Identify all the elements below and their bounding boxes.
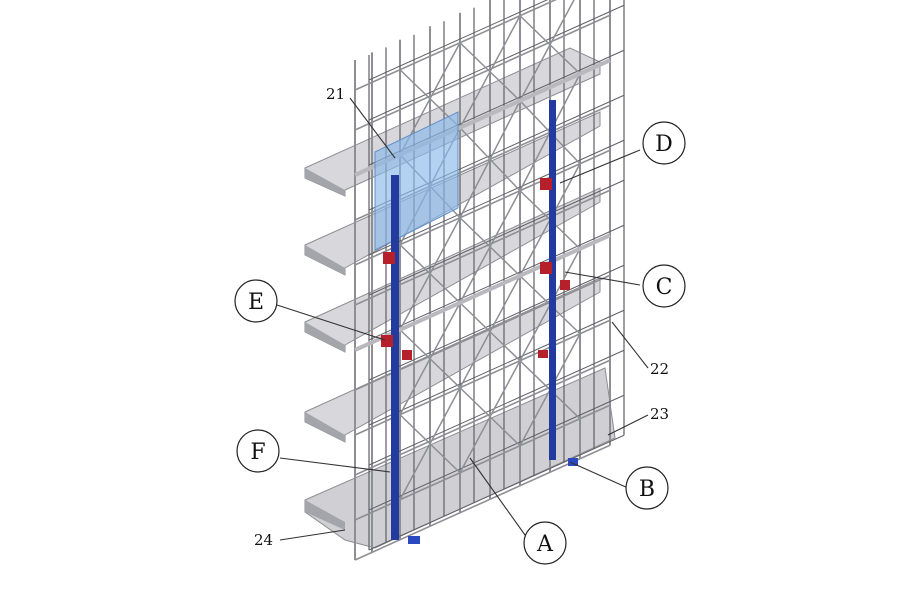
callout-A: A	[523, 521, 567, 565]
leader-23	[607, 414, 649, 436]
floor-slab-edge	[305, 500, 345, 530]
bracket	[568, 458, 578, 466]
part-number-22: 22	[650, 360, 669, 378]
bracket	[540, 178, 552, 190]
callout-circle	[642, 264, 686, 308]
leader-C	[564, 271, 641, 286]
scaffold-brace	[459, 217, 521, 277]
leader-21	[349, 97, 396, 159]
part-number-24: 24	[254, 531, 273, 549]
floor-slab-edge	[305, 322, 345, 352]
scaffold-ledger-back	[368, 179, 625, 296]
scaffold-ledger-back	[368, 224, 625, 341]
scaffold-brace	[399, 244, 461, 304]
bracket	[538, 350, 548, 358]
callout-circle	[523, 521, 567, 565]
scaffold-ledger-back	[368, 0, 548, 81]
leader-lines	[276, 97, 649, 543]
scaffold-ledger-back	[368, 394, 625, 511]
callout-circle	[625, 466, 669, 510]
leader-D	[559, 149, 641, 184]
scaffold-frame	[354, 0, 625, 561]
floor-slab-edge	[305, 168, 345, 196]
leader-E	[276, 304, 386, 341]
scaffold-ledger	[354, 0, 557, 91]
guide-rails	[391, 100, 556, 540]
part-number-23: 23	[650, 405, 669, 423]
callout-label-D: D	[655, 132, 673, 157]
lifting-brackets	[381, 178, 578, 544]
bracket	[383, 252, 395, 264]
scaffold-brace	[399, 329, 461, 389]
bracket	[560, 280, 570, 290]
bracket	[408, 536, 420, 544]
scaffold-brace	[519, 15, 581, 75]
callout-circle	[642, 121, 686, 165]
scaffold-brace	[459, 127, 521, 192]
callout-label-B: B	[639, 477, 655, 502]
guide-rail-left	[391, 175, 399, 540]
scaffold-ledger-back	[368, 349, 625, 466]
scaffold-brace	[459, 42, 521, 102]
callout-circle	[234, 279, 278, 323]
callout-B: B	[625, 466, 669, 510]
bracket	[381, 335, 393, 347]
callout-label-C: C	[656, 275, 673, 300]
callout-E: E	[234, 279, 278, 323]
leader-F	[279, 457, 391, 473]
scaffold-ledger	[354, 444, 611, 561]
scaffold-brace	[459, 302, 521, 362]
callout-label-A: A	[536, 532, 554, 557]
leader-A	[469, 457, 531, 543]
callout-D: D	[642, 121, 686, 165]
callout-circle	[236, 429, 280, 473]
callout-label-F: F	[250, 440, 265, 465]
leader-24	[279, 529, 346, 541]
scaffold-ledger-back	[368, 4, 625, 121]
leader-B	[569, 461, 629, 489]
guide-rail-right	[549, 100, 556, 460]
scaffold-brace	[459, 387, 521, 447]
callout-F: F	[236, 429, 280, 473]
bracket	[402, 350, 412, 360]
floor-slab-edge	[305, 412, 345, 442]
callout-C: C	[642, 264, 686, 308]
part-number-21: 21	[326, 85, 345, 103]
scaffold-ledger-back	[368, 264, 625, 381]
callout-label-E: E	[248, 290, 264, 315]
scaffold-ledger-back	[368, 139, 625, 256]
floor-slab-edge	[305, 245, 345, 275]
scaffold-brace	[399, 414, 461, 474]
scaffold-ledger-back	[368, 309, 625, 426]
scaffold-ledger	[354, 14, 611, 131]
bracket	[540, 262, 552, 274]
scaffold-ledger-back	[368, 434, 625, 551]
leader-22	[611, 321, 649, 369]
